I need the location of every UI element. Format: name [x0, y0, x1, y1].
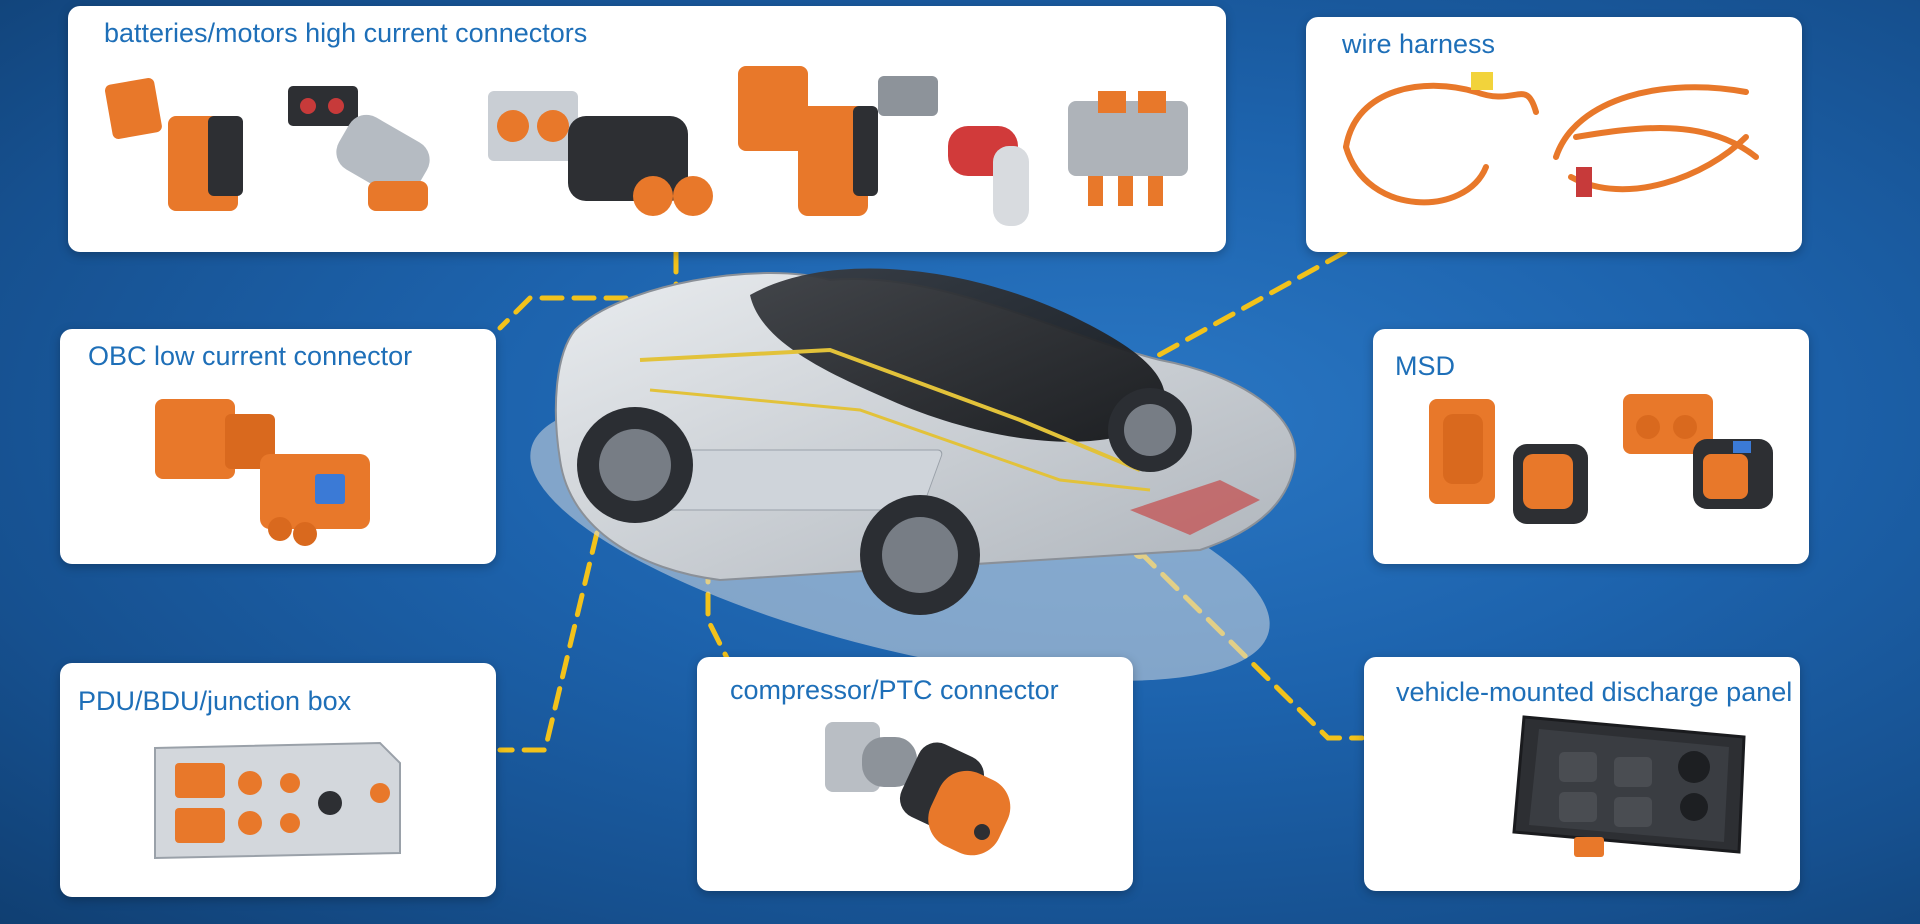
card-title-msd: MSD: [1395, 351, 1455, 381]
wire-harness-images: [1343, 72, 1759, 206]
card-compressor-ptc: compressor/PTC connector: [697, 657, 1133, 891]
pdu-box-images: [154, 741, 401, 860]
discharge-panel-icon: [1512, 715, 1746, 857]
junction-box-icon: [154, 741, 401, 860]
card-title-pdu: PDU/BDU/junction box: [78, 686, 352, 716]
orange-hv-connector-icon: [738, 66, 878, 216]
junction-box-icon: [1068, 91, 1188, 206]
card-title-obc: OBC low current connector: [88, 341, 413, 371]
card-title-compressor: compressor/PTC connector: [730, 675, 1059, 705]
card-wire-harness: wire harness: [1306, 17, 1802, 252]
card-discharge-panel: vehicle-mounted discharge panel: [1364, 657, 1800, 891]
card-title-discharge: vehicle-mounted discharge panel: [1396, 677, 1793, 707]
orange-hv-connector-icon: [104, 77, 243, 211]
card-msd: MSD: [1373, 329, 1809, 564]
discharge-panel-images: [1512, 715, 1746, 857]
ev-car-cutaway-image: [530, 268, 1297, 681]
orange-cable-harness-icon: [1343, 82, 1759, 206]
card-obc-low-current: OBC low current connector: [60, 329, 496, 564]
card-title-wire-harness: wire harness: [1342, 29, 1496, 59]
obc-connector-images: [155, 399, 370, 546]
orange-hv-connector-icon: [1429, 399, 1588, 524]
compressor-connector-images: [825, 722, 1011, 856]
orange-hv-connector-icon: [825, 722, 1011, 856]
orange-hv-connector-icon: [488, 91, 713, 216]
batteries-connectors-images: [104, 66, 1188, 226]
msd-connector-images: [1429, 394, 1773, 524]
orange-hv-connector-icon: [288, 86, 430, 211]
card-title-batteries-motors: batteries/motors high current connectors: [104, 18, 588, 48]
orange-hv-connector-icon: [878, 76, 1029, 226]
card-pdu-bdu: PDU/BDU/junction box: [60, 663, 496, 897]
orange-hv-connector-icon: [155, 399, 370, 546]
card-batteries-motors: batteries/motors high current connectors: [68, 6, 1226, 252]
orange-hv-connector-icon: [1623, 394, 1773, 509]
